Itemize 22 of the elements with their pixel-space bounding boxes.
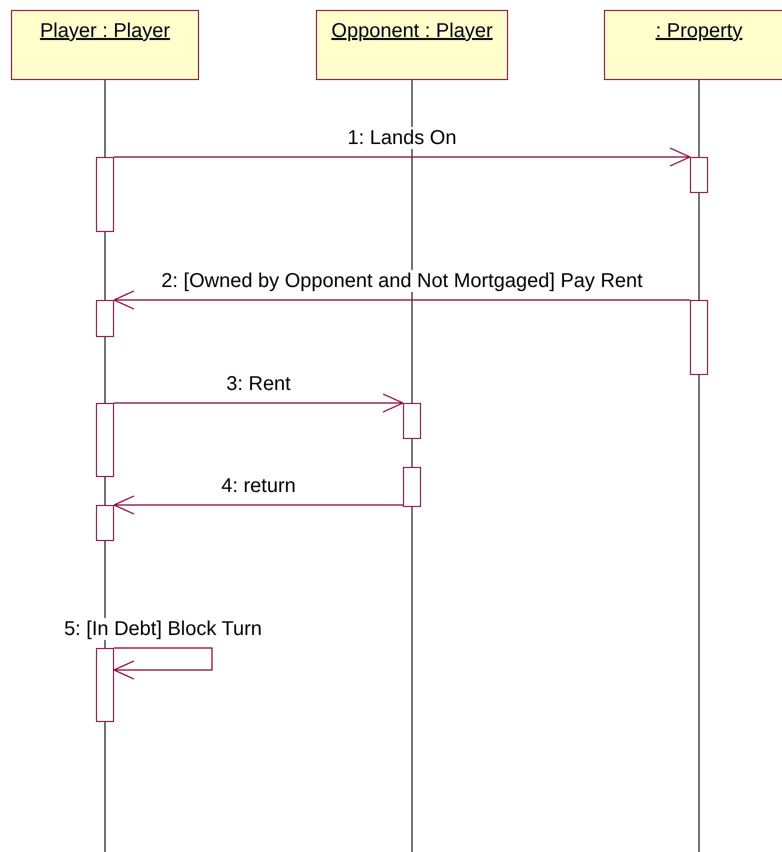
activation-bar xyxy=(96,505,114,541)
lifeline-head-box xyxy=(604,10,782,80)
message-arrow xyxy=(113,495,403,515)
object-name: Opponent : Player xyxy=(331,20,493,42)
object-name: Player : Player xyxy=(40,20,170,42)
message-label: 5: [In Debt] Block Turn xyxy=(62,618,264,640)
lifeline-head-box xyxy=(316,10,508,80)
message-arrow xyxy=(114,147,691,167)
activation-bar xyxy=(690,157,708,193)
message-arrow xyxy=(113,290,690,310)
activation-bar xyxy=(96,648,114,722)
lifeline-head-box xyxy=(11,10,199,80)
object-name: : Property xyxy=(656,20,742,42)
activation-bar xyxy=(403,467,421,507)
activation-bar xyxy=(403,403,421,439)
message-arrow xyxy=(114,393,404,413)
activation-bar xyxy=(96,300,114,337)
message-arrow xyxy=(113,647,213,680)
activation-bar xyxy=(96,403,114,477)
message-label: 2: [Owned by Opponent and Not Mortgaged] Pay Rent xyxy=(159,270,645,292)
activation-bar xyxy=(96,157,114,232)
activation-bar xyxy=(690,300,708,375)
